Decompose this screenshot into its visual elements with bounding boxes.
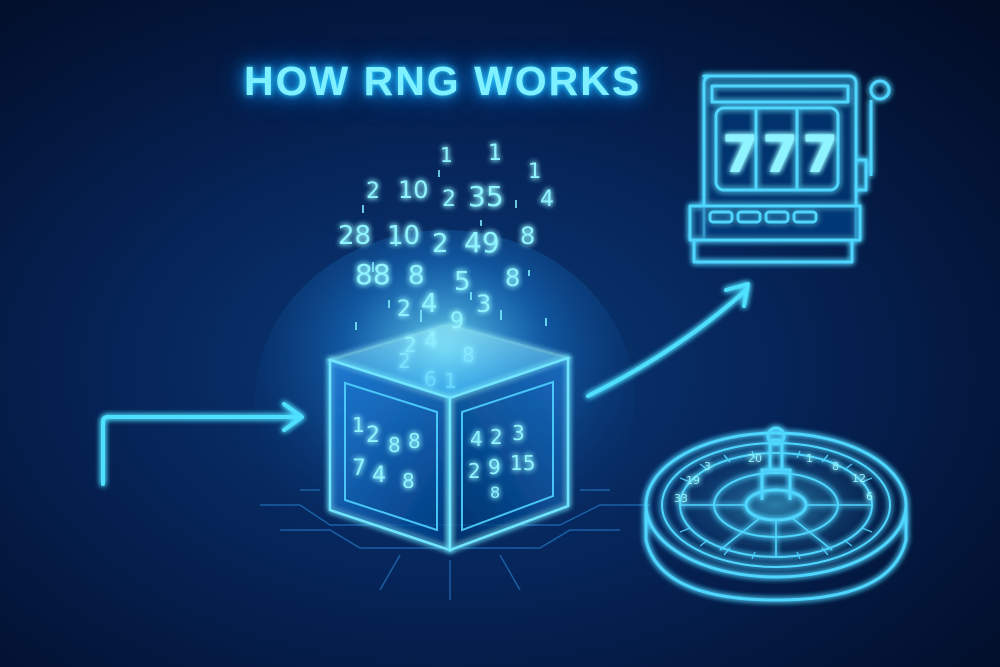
cube-left-number: 7 [352, 456, 366, 481]
floating-number: 49 [464, 226, 500, 259]
cube-right-number: 9 [488, 455, 501, 479]
floating-number: 4 [540, 187, 554, 212]
rng-cube-icon: 1 2 8 8 7 4 8 4 2 3 2 9 15 8 [325, 323, 573, 552]
particle-stream [355, 170, 547, 330]
cube-right-number: 2 [490, 425, 503, 449]
roulette-wheel-icon: 20 1 8 3 12 19 6 33 [644, 426, 908, 602]
floating-number: 28 [338, 221, 371, 251]
cube-right-number: 2 [468, 459, 481, 483]
floating-number: 8 [408, 261, 425, 291]
output-arrow-icon [586, 282, 750, 398]
roulette-number: 12 [852, 472, 866, 485]
cube-left-number: 1 [352, 413, 365, 437]
floating-number: 2 [442, 187, 456, 212]
roulette-number: 3 [704, 460, 711, 473]
floating-number: 1 [528, 159, 541, 183]
roulette-number: 8 [832, 460, 839, 473]
floating-number: 3 [476, 290, 491, 318]
cube-left-number: 2 [366, 423, 380, 448]
slot-reel-symbol: 7 [802, 125, 838, 185]
floating-number: 88 [355, 258, 391, 291]
cube-right-number: 15 [510, 451, 535, 475]
roulette-number: 20 [748, 452, 762, 465]
slot-reel-symbol: 7 [722, 125, 758, 185]
page-title: HOW RNG WORKS [244, 58, 642, 104]
cube-right-number: 8 [490, 483, 500, 502]
floating-number: 4 [421, 289, 438, 319]
slot-reels: 7 7 7 [722, 125, 838, 185]
floating-number: 1 [488, 141, 502, 166]
floating-number: 2 [397, 297, 411, 322]
roulette-number: 6 [866, 490, 873, 503]
floating-number: 35 [468, 180, 504, 213]
floating-number: 2 [432, 229, 449, 259]
floating-number: 8 [505, 264, 520, 292]
cube-right-number: 3 [512, 421, 525, 445]
roulette-number: 19 [686, 474, 700, 487]
cube-right-number: 4 [470, 427, 483, 451]
cube-left-number: 4 [372, 463, 386, 488]
cube-left-number: 8 [408, 429, 421, 453]
input-arrow-icon [101, 402, 304, 486]
floating-number: 8 [520, 222, 535, 250]
roulette-number: 1 [806, 452, 813, 465]
floating-number: 5 [454, 267, 471, 297]
cube-left-number: 8 [388, 433, 401, 457]
floating-number: 1 [440, 143, 453, 167]
floating-number: 10 [398, 176, 429, 204]
slot-machine-icon [688, 74, 891, 264]
floating-number: 2 [366, 179, 380, 204]
floating-number: 10 [387, 221, 420, 251]
slot-reel-symbol: 7 [762, 125, 798, 185]
roulette-number: 33 [674, 492, 688, 505]
cube-left-number: 8 [402, 469, 415, 493]
